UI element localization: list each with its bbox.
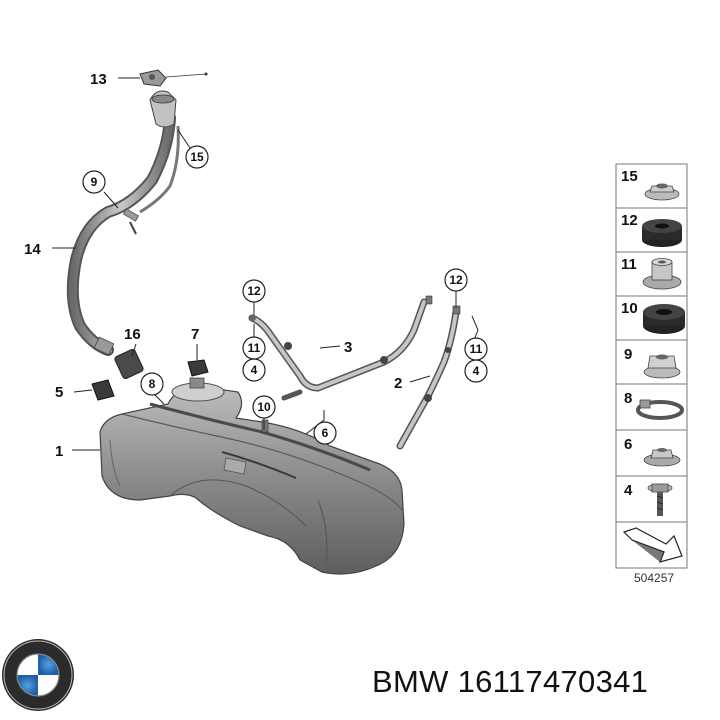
filler-pipe: [66, 90, 180, 356]
svg-text:4: 4: [251, 363, 258, 377]
label-5: 5: [55, 384, 63, 401]
svg-text:11: 11: [470, 342, 483, 356]
label-13: 13: [90, 71, 107, 88]
callout-11-left: 11: [242, 336, 266, 360]
label-3: 3: [344, 339, 352, 356]
callout-12-left: 12: [242, 279, 266, 303]
pad-part-7: [187, 359, 209, 377]
fuel-tank: [99, 377, 405, 575]
svg-text:8: 8: [624, 390, 632, 407]
svg-text:11: 11: [621, 256, 637, 273]
svg-text:15: 15: [621, 168, 638, 185]
svg-text:6: 6: [624, 436, 632, 453]
svg-text:8: 8: [149, 377, 156, 391]
panel-item-4: 4: [624, 482, 673, 516]
direction-arrow-icon: [622, 527, 683, 563]
label-2: 2: [394, 375, 402, 392]
tank-strap-3: [248, 298, 428, 401]
bmw-logo: [2, 639, 74, 711]
panel-item-15: 15: [621, 168, 680, 201]
pad-part-5: [91, 379, 115, 401]
callout-8: 8: [140, 372, 164, 396]
panel-item-8: 8: [624, 390, 684, 420]
svg-text:12: 12: [247, 284, 261, 298]
panel-item-6: 6: [624, 436, 681, 467]
part-number-caption: BMW 16117470341: [372, 664, 649, 699]
svg-text:9: 9: [91, 175, 98, 189]
callout-6: 6: [313, 421, 337, 445]
parts-panel: 15 12 11 10: [615, 163, 688, 569]
svg-text:4: 4: [624, 482, 633, 499]
label-7: 7: [191, 326, 199, 343]
svg-text:4: 4: [473, 364, 480, 378]
leader-lines: [52, 77, 479, 451]
panel-item-9: 9: [624, 346, 681, 379]
bolt-hardware: [250, 295, 461, 433]
callout-12-right: 12: [444, 268, 468, 292]
hose-segment: [114, 348, 144, 380]
label-16: 16: [124, 326, 141, 343]
panel-item-12: 12: [621, 212, 682, 247]
svg-text:6: 6: [322, 426, 329, 440]
svg-text:9: 9: [624, 346, 632, 363]
svg-text:11: 11: [248, 341, 261, 355]
label-14: 14: [24, 241, 41, 258]
tank-strap-2: [396, 308, 460, 450]
callout-10: 10: [252, 395, 276, 419]
callout-4-left: 4: [242, 358, 266, 382]
panel-item-11: 11: [621, 256, 682, 290]
svg-text:10: 10: [257, 400, 271, 414]
label-1: 1: [55, 443, 63, 460]
callout-11-right: 11: [464, 337, 488, 361]
panel-item-10: 10: [621, 300, 685, 334]
filler-cap: [139, 69, 208, 87]
callout-9: 9: [82, 170, 106, 194]
svg-text:10: 10: [621, 300, 638, 317]
callout-4-right: 4: [464, 359, 488, 383]
svg-text:15: 15: [190, 150, 204, 164]
callout-15: 15: [185, 145, 209, 169]
reference-number: 504257: [634, 571, 674, 585]
svg-text:12: 12: [449, 273, 463, 287]
svg-text:12: 12: [621, 212, 638, 229]
